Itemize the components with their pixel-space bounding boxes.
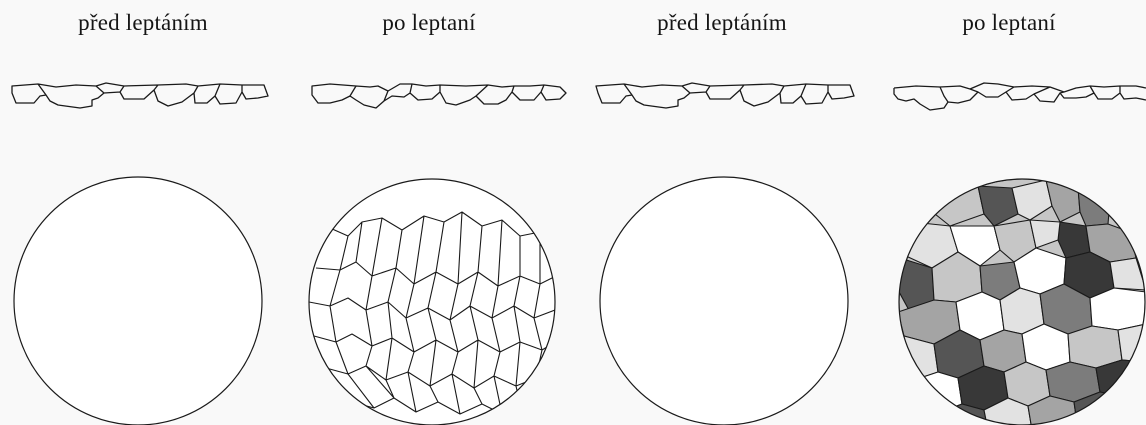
grain-contrast-network xyxy=(898,179,1146,425)
surface-profile-before-1 xyxy=(12,83,268,108)
polished-surface-circle-2 xyxy=(600,177,848,425)
surface-profile-before-2 xyxy=(596,83,854,108)
surface-profile-after-2 xyxy=(894,83,1146,110)
grain-boundary-network xyxy=(309,179,556,425)
surface-profile-after-1 xyxy=(312,84,566,108)
polished-surface-circle-1 xyxy=(14,177,262,425)
